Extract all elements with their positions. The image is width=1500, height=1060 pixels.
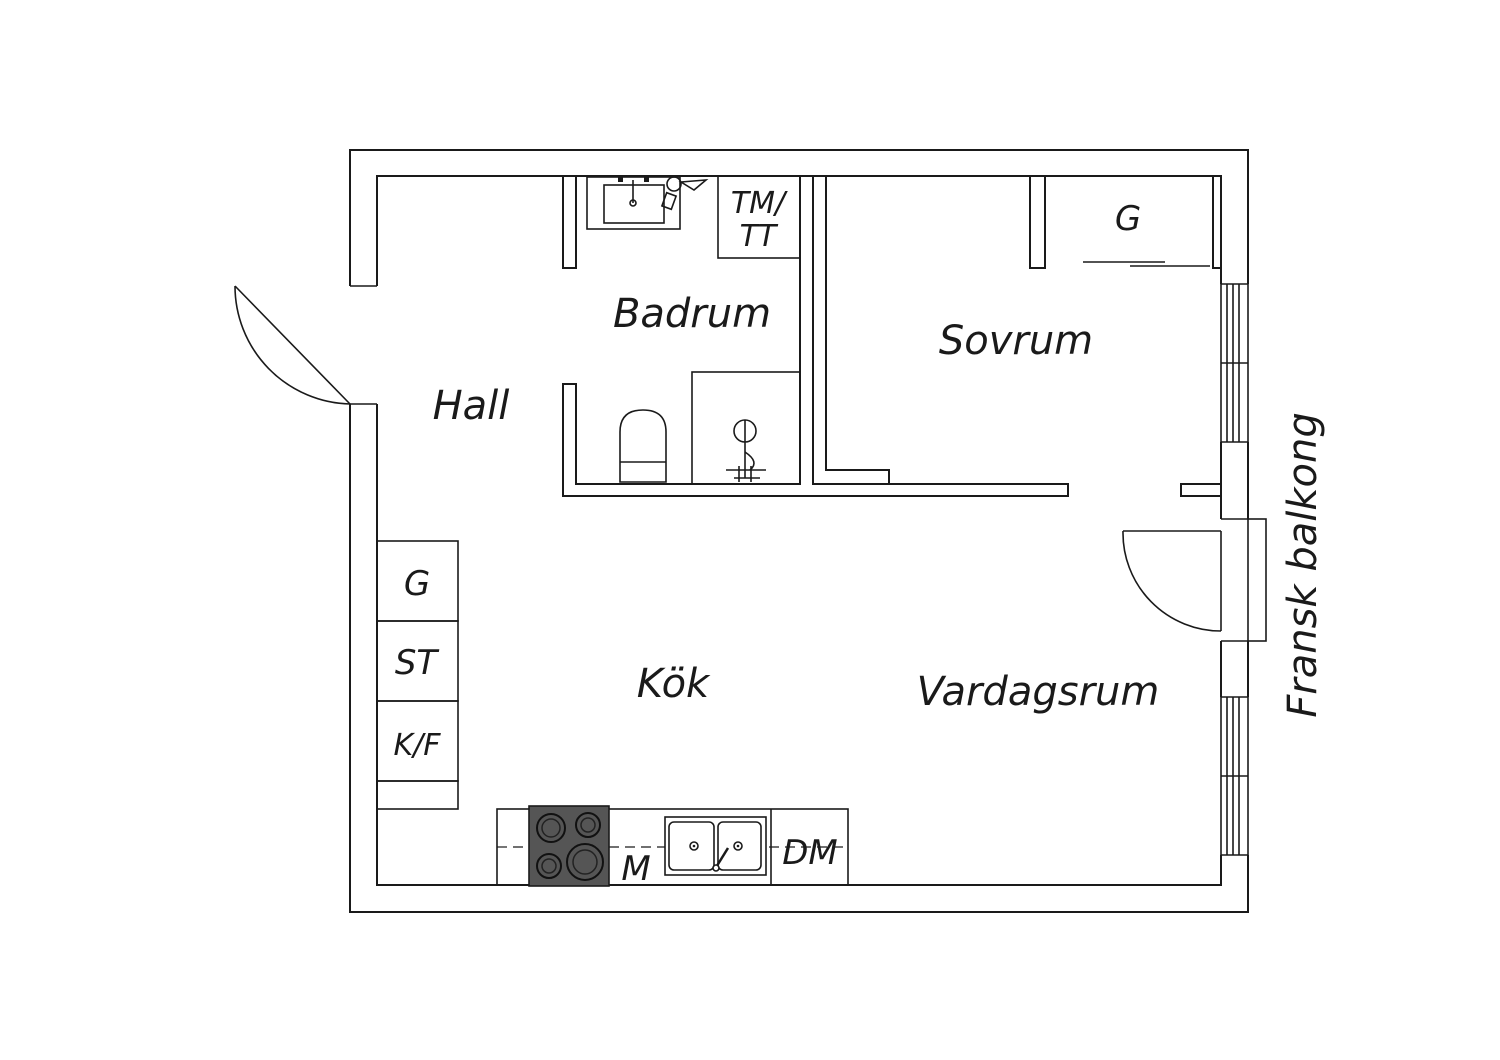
kitchen-counter: [496, 808, 849, 886]
label-st: ST: [395, 643, 440, 683]
washer-dryer-box: [717, 175, 801, 259]
balcony-door: [1122, 518, 1267, 642]
bathroom-faucet-icon: [660, 176, 709, 211]
label-tm: TM/: [731, 186, 788, 221]
kitchen-column: [376, 540, 459, 810]
room-label-badrum: Badrum: [613, 291, 771, 337]
room-label-kok: Kök: [637, 661, 711, 707]
window-lower: [1219, 696, 1250, 856]
stove-icon: [528, 805, 610, 887]
room-label-sovrum: Sovrum: [939, 318, 1093, 364]
label-m: M: [621, 849, 650, 889]
kitchen-sink-icon: [664, 816, 767, 876]
shower-head-icon: [726, 419, 766, 482]
bedroom-walls: [812, 175, 1222, 497]
label-dm: DM: [782, 833, 838, 873]
label-kf: K/F: [393, 728, 441, 763]
room-label-vardagsrum: Vardagsrum: [917, 669, 1160, 715]
label-tt: TT: [740, 219, 779, 254]
label-bedroom-closet: G: [1115, 199, 1141, 239]
shower-area: [691, 371, 801, 485]
window-upper: [1219, 283, 1250, 443]
label-kitchen-closet: G: [404, 564, 430, 604]
entrance-door: [234, 285, 351, 405]
bathroom-sink: [586, 176, 681, 230]
entrance-opening: [348, 286, 379, 404]
label-fransk-balkong: Fransk balkong: [1280, 412, 1326, 717]
room-label-hall: Hall: [433, 383, 510, 429]
toilet-icon: [619, 409, 667, 483]
